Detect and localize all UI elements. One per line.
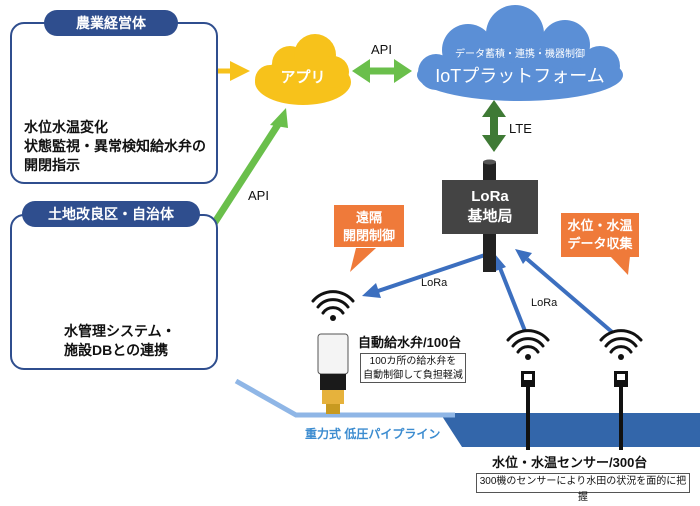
api-top-label: API [371,42,392,57]
callout-remote-control: 遠隔 開閉制御 [334,205,404,247]
arrow-sensor1-to-base [493,253,527,332]
app-cloud [255,34,351,105]
callout-data-pointer [610,256,630,275]
valve-label: 自動給水弁/100台 [358,335,462,350]
callout-remote-pointer [350,248,376,272]
pipeline-label: 重力式 低圧パイプライン [305,427,441,441]
arrow-sensor2-to-base [515,249,614,334]
wifi-icon-valve [311,290,355,321]
sensor-device-1 [521,371,535,450]
lora-right-label: LoRa [531,297,558,309]
paddy-water [440,413,700,447]
valve-device [317,333,349,414]
district-group [10,214,218,370]
arrow-app-iot [352,59,412,83]
iot-cloud [417,5,623,101]
arrow-base-to-valve [362,253,486,298]
lte-label: LTE [509,121,532,136]
farm-description: 水位水温変化 状態監視・異常検知給水弁の 開閉指示 [24,119,206,173]
api-left-label: API [248,188,269,203]
iot-subtitle: データ蓄積・連携・機器制御 [455,49,585,60]
wifi-icon-sensor-2 [599,329,643,360]
pipeline-line [234,378,455,418]
arrow-iot-base [482,100,506,152]
wifi-icon-sensor-1 [506,329,550,360]
sensor-note: 300機のセンサーにより水田の状況を面的に把握 [476,473,690,503]
district-title: 土地改良区・自治体 [22,201,200,227]
lora-base-station: LoRa 基地局 [442,180,538,234]
callout-data-collection: 水位・水温 データ収集 [561,213,639,257]
valve-note: 100カ所の給水弁を 自動制御して負担軽減 [360,353,466,383]
farm-title: 農業経営体 [44,10,178,36]
district-description: 水管理システム・ 施設DBとの連携 [64,323,176,358]
base-station-line1: LoRa [471,188,509,205]
base-station-pole [483,159,496,272]
base-station-line2: 基地局 [467,208,513,225]
lora-left-label: LoRa [421,277,448,289]
sensor-device-2 [614,371,628,450]
app-label: アプリ [280,69,326,86]
sensor-label: 水位・水温センサー/300台 [492,455,648,470]
iot-title: IoTプラットフォーム [435,66,605,86]
